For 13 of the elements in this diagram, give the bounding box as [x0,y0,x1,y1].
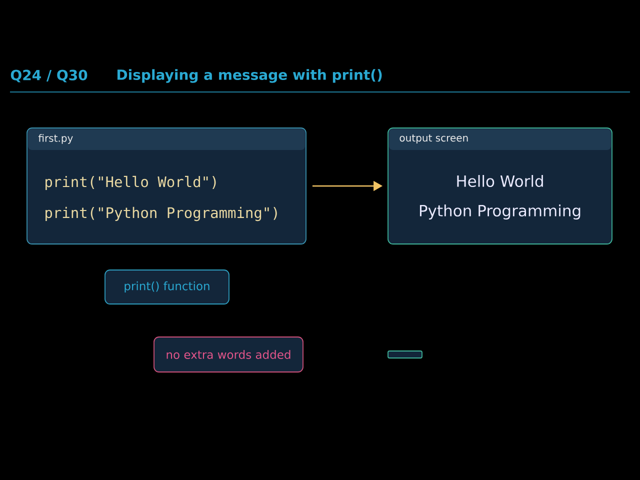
code-line: print("Hello World") [46,176,216,190]
output-window [388,128,612,244]
output-line: Python Programming [420,204,580,220]
note-box [388,350,422,358]
title: Displaying a message with print() [118,69,382,83]
window-title: first.py [38,134,73,144]
code-window [26,128,306,244]
output-line: Hello World [457,175,543,187]
note-box: print() function [104,270,230,304]
code-line: print("Python Programming") [46,206,277,222]
note-box: no extra words added [154,336,304,372]
question-number: Q24 / Q30 [10,70,88,82]
window-title: output screen [400,134,468,144]
